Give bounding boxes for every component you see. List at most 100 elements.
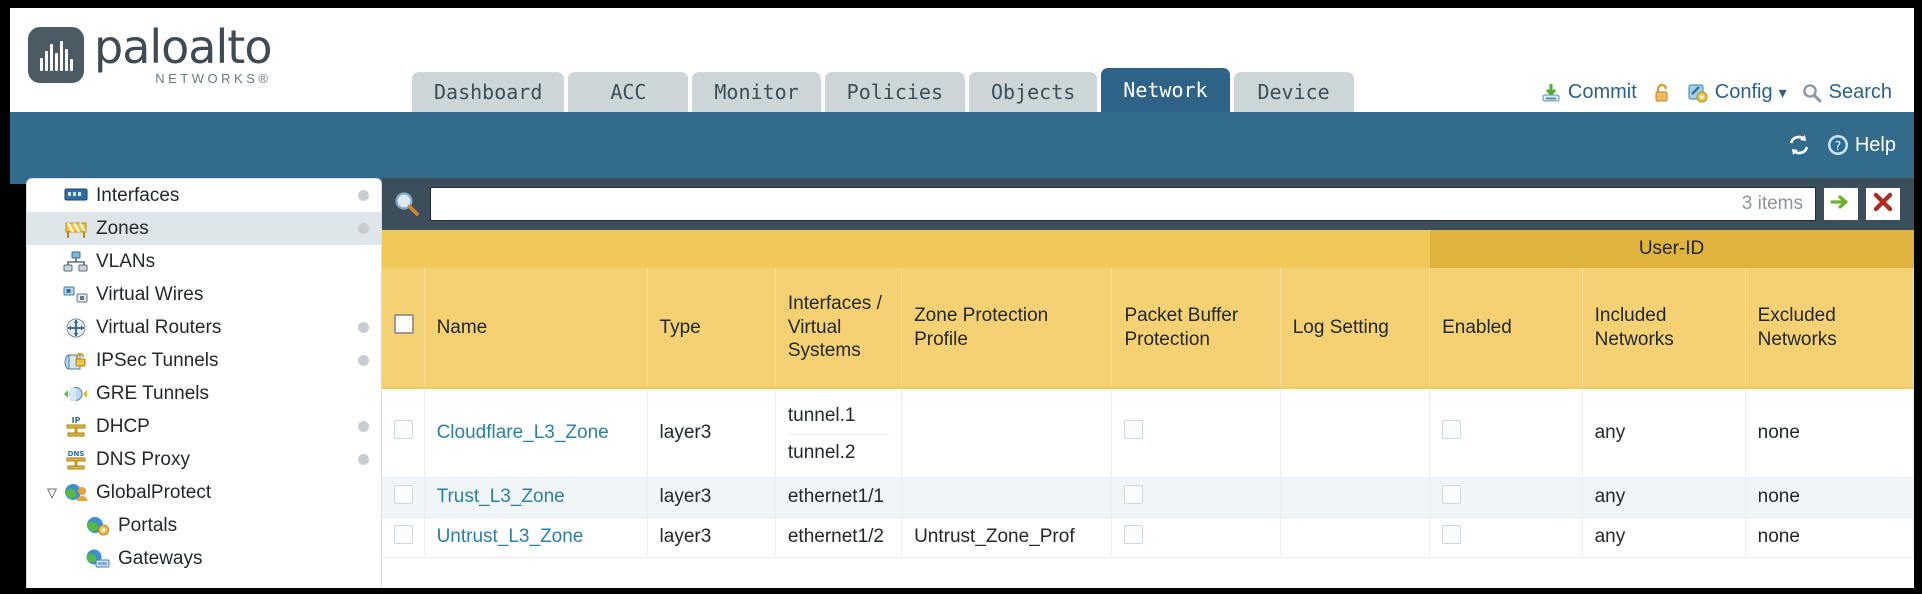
tab-objects[interactable]: Objects xyxy=(969,72,1098,112)
sidebar-status-dot xyxy=(358,421,369,432)
column-header-included-networks[interactable]: Included Networks xyxy=(1582,268,1746,389)
cell-included-networks: any xyxy=(1582,477,1746,518)
tab-dashboard[interactable]: Dashboard xyxy=(412,72,565,112)
packet-buffer-checkbox[interactable] xyxy=(1124,484,1144,504)
tab-acc[interactable]: ACC xyxy=(568,72,689,112)
row-select-cell xyxy=(382,388,425,478)
sidebar-item-vlans[interactable]: VLANs xyxy=(27,245,381,278)
gre-tunnels-icon xyxy=(63,383,89,405)
config-wrench-icon xyxy=(1687,82,1709,104)
column-header-type[interactable]: Type xyxy=(647,268,776,389)
table-group-header-row: User-ID xyxy=(382,230,1914,268)
column-header-interfaces-virtual-systems[interactable]: Interfaces / Virtual Systems xyxy=(775,268,903,389)
packet-buffer-checkbox[interactable] xyxy=(1124,420,1144,440)
interface-entry: tunnel.1 xyxy=(787,400,890,435)
sidebar-item-dns-proxy[interactable]: DNS DNS Proxy xyxy=(27,443,381,476)
sidebar-item-label: Interfaces xyxy=(96,184,180,206)
row-checkbox[interactable] xyxy=(394,420,413,440)
search-magnifier-icon xyxy=(1801,82,1823,104)
column-header-packet-buffer-protection[interactable]: Packet Buffer Protection xyxy=(1111,268,1281,389)
close-x-red-icon xyxy=(1871,190,1895,219)
tab-device[interactable]: Device xyxy=(1233,72,1354,112)
search-row: 3 items xyxy=(382,178,1914,230)
userid-enabled-checkbox[interactable] xyxy=(1442,524,1462,544)
column-header-zone-protection-profile[interactable]: Zone Protection Profile xyxy=(901,268,1113,389)
zone-name-link[interactable]: Trust_L3_Zone xyxy=(436,486,565,508)
select-all-checkbox[interactable] xyxy=(394,314,414,335)
cell-excluded-networks: none xyxy=(1745,388,1914,478)
sidebar-status-dot xyxy=(358,454,369,465)
dns-proxy-icon: DNS xyxy=(63,449,89,471)
sidebar-item-globalprotect[interactable]: ▽GlobalProtect xyxy=(27,476,381,509)
cell-userid-enabled xyxy=(1429,388,1583,478)
userid-enabled-checkbox[interactable] xyxy=(1442,420,1462,440)
commit-download-icon xyxy=(1540,82,1562,104)
sidebar-item-virtual-routers[interactable]: Virtual Routers xyxy=(27,311,381,344)
virtual-wires-icon xyxy=(63,284,89,306)
group-header-spacer xyxy=(382,230,1430,268)
cell-zone-protection-profile: Untrust_Zone_Prof xyxy=(901,517,1113,558)
zone-name-link[interactable]: Cloudflare_L3_Zone xyxy=(436,421,609,443)
tab-policies[interactable]: Policies xyxy=(824,72,965,112)
help-button[interactable]: ? Help xyxy=(1826,133,1896,157)
chevron-down-icon: ▾ xyxy=(1778,84,1787,102)
search-button[interactable]: Search xyxy=(1801,81,1892,104)
cell-zone-protection-profile xyxy=(901,477,1113,518)
sidebar-item-virtual-wires[interactable]: Virtual Wires xyxy=(27,278,381,311)
sidebar-item-gre-tunnels[interactable]: GRE Tunnels xyxy=(27,377,381,410)
column-header-log-setting[interactable]: Log Setting xyxy=(1280,268,1431,389)
tab-network[interactable]: Network xyxy=(1101,68,1230,112)
cell-name: Untrust_L3_Zone xyxy=(424,517,648,558)
search-input[interactable] xyxy=(431,188,1736,220)
sidebar-status-dot xyxy=(358,190,369,201)
select-all-header xyxy=(382,268,425,389)
apply-filter-button[interactable] xyxy=(1824,188,1858,220)
zone-name-link[interactable]: Untrust_L3_Zone xyxy=(436,526,584,548)
svg-text:IP: IP xyxy=(72,416,81,425)
sidebar-item-label: Gateways xyxy=(118,547,203,569)
commit-button[interactable]: Commit xyxy=(1540,81,1637,104)
globalprotect-icon xyxy=(63,482,89,504)
refresh-icon[interactable] xyxy=(1786,132,1812,158)
row-checkbox[interactable] xyxy=(394,524,413,544)
sidebar-item-gateways[interactable]: Gateways xyxy=(27,542,381,575)
band-actions: ? Help xyxy=(1786,132,1896,158)
sidebar-item-label: Virtual Routers xyxy=(96,316,222,338)
column-header-excluded-networks[interactable]: Excluded Networks xyxy=(1745,268,1914,389)
sidebar-item-portals[interactable]: Portals xyxy=(27,509,381,542)
cell-type: layer3 xyxy=(647,477,776,518)
cell-excluded-networks: none xyxy=(1745,517,1914,558)
top-actions: Commit xyxy=(1540,81,1892,104)
userid-enabled-checkbox[interactable] xyxy=(1442,484,1462,504)
clear-filter-button[interactable] xyxy=(1866,188,1900,220)
sidebar-item-label: Portals xyxy=(118,514,178,536)
cell-packet-buffer-protection xyxy=(1111,388,1281,478)
sidebar-item-ipsec-tunnels[interactable]: IPSec Tunnels xyxy=(27,344,381,377)
sidebar-item-label: IPSec Tunnels xyxy=(96,349,219,371)
packet-buffer-checkbox[interactable] xyxy=(1124,524,1144,544)
column-header-enabled[interactable]: Enabled xyxy=(1429,268,1583,389)
column-header-name[interactable]: Name xyxy=(424,268,648,389)
config-menu[interactable]: Config ▾ xyxy=(1687,81,1787,104)
cell-included-networks: any xyxy=(1582,388,1746,478)
chevron-down-icon[interactable]: ▽ xyxy=(47,484,57,500)
row-checkbox[interactable] xyxy=(394,484,413,504)
zones-filter-field[interactable]: 3 items xyxy=(430,187,1816,221)
sidebar-item-label: DNS Proxy xyxy=(96,448,190,470)
tab-monitor[interactable]: Monitor xyxy=(692,72,821,112)
sidebar-item-interfaces[interactable]: Interfaces xyxy=(27,179,381,212)
sidebar-status-dot xyxy=(358,355,369,366)
dhcp-icon: IP xyxy=(63,416,89,438)
sidebar-item-label: GRE Tunnels xyxy=(96,382,209,404)
cell-excluded-networks: none xyxy=(1745,477,1914,518)
lock-button[interactable] xyxy=(1651,82,1673,104)
sidebar-item-zones[interactable]: Zones xyxy=(27,212,381,245)
